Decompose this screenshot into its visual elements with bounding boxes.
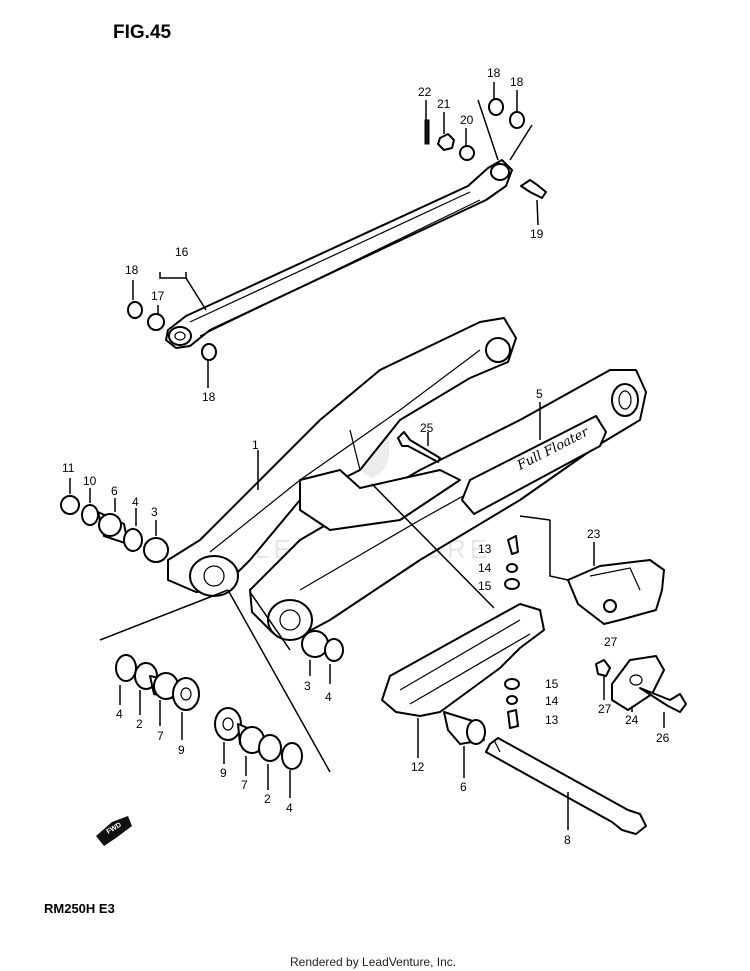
label-2-lower-right: 2 xyxy=(264,792,271,806)
model-code: RM250H E3 xyxy=(44,901,115,916)
lower-right-bearing-kit xyxy=(214,707,303,798)
lower-left-bearing-kit xyxy=(115,654,200,740)
pivot-collar xyxy=(443,711,486,778)
label-20: 20 xyxy=(460,113,474,127)
chain-guide xyxy=(519,515,665,625)
label-18-left: 18 xyxy=(125,263,139,277)
label-15-upper: 15 xyxy=(478,579,492,593)
pivot-shaft xyxy=(485,737,647,835)
label-22: 22 xyxy=(418,85,432,99)
label-16: 16 xyxy=(175,245,189,259)
label-26: 26 xyxy=(656,731,670,745)
label-3-mid: 3 xyxy=(304,679,311,693)
label-2-lower-left: 2 xyxy=(136,717,143,731)
label-14-lower: 14 xyxy=(545,694,559,708)
label-17: 17 xyxy=(151,289,165,303)
label-3-top: 3 xyxy=(151,505,158,519)
label-4-lower-left: 4 xyxy=(116,707,123,721)
upper-bolt-washer-set xyxy=(504,535,520,590)
label-6-lower: 6 xyxy=(460,780,467,794)
label-6-top: 6 xyxy=(111,484,118,498)
label-8: 8 xyxy=(564,833,571,847)
label-14-upper: 14 xyxy=(478,561,492,575)
label-27-upper: 27 xyxy=(604,635,618,649)
label-9-lower-right: 9 xyxy=(220,766,227,780)
footer-credit: Rendered by LeadVenture, Inc. xyxy=(290,955,456,969)
assembly-leader-lines xyxy=(99,483,495,773)
right-pivot-parts xyxy=(301,630,344,684)
label-18-top-left: 18 xyxy=(487,66,501,80)
label-4-mid: 4 xyxy=(325,690,332,704)
label-10: 10 xyxy=(83,474,97,488)
label-7-lower-right: 7 xyxy=(241,778,248,792)
label-4-top: 4 xyxy=(132,495,139,509)
label-27-lower: 27 xyxy=(598,702,612,716)
left-pivot-parts xyxy=(60,478,169,563)
label-23: 23 xyxy=(587,527,601,541)
label-5: 5 xyxy=(536,387,543,401)
figure-title: FIG.45 xyxy=(113,22,172,43)
label-9-lower-left: 9 xyxy=(178,743,185,757)
label-7-lower-left: 7 xyxy=(157,729,164,743)
label-25: 25 xyxy=(420,421,434,435)
label-13-upper: 13 xyxy=(478,542,492,556)
label-12: 12 xyxy=(411,760,425,774)
lower-bolt-washer-set xyxy=(504,678,520,729)
label-11: 11 xyxy=(62,461,75,475)
label-18-bottom: 18 xyxy=(202,390,216,404)
label-18-top-right: 18 xyxy=(510,75,524,89)
label-4-lower-right: 4 xyxy=(286,801,293,815)
fwd-arrow-icon: FWD xyxy=(96,816,132,846)
chain-buffer xyxy=(381,603,545,758)
label-19: 19 xyxy=(530,227,544,241)
label-13-lower: 13 xyxy=(545,713,559,727)
link-rod-assembly xyxy=(127,82,547,388)
label-15-lower: 15 xyxy=(545,677,559,691)
label-24: 24 xyxy=(625,713,639,727)
part-labels: 22 21 20 18 18 19 16 17 18 18 5 25 1 11 … xyxy=(62,66,670,847)
label-1: 1 xyxy=(252,438,259,452)
chain-roller-bracket xyxy=(595,655,687,728)
label-21: 21 xyxy=(437,97,451,111)
swing-arm: Full Floater xyxy=(167,317,647,641)
